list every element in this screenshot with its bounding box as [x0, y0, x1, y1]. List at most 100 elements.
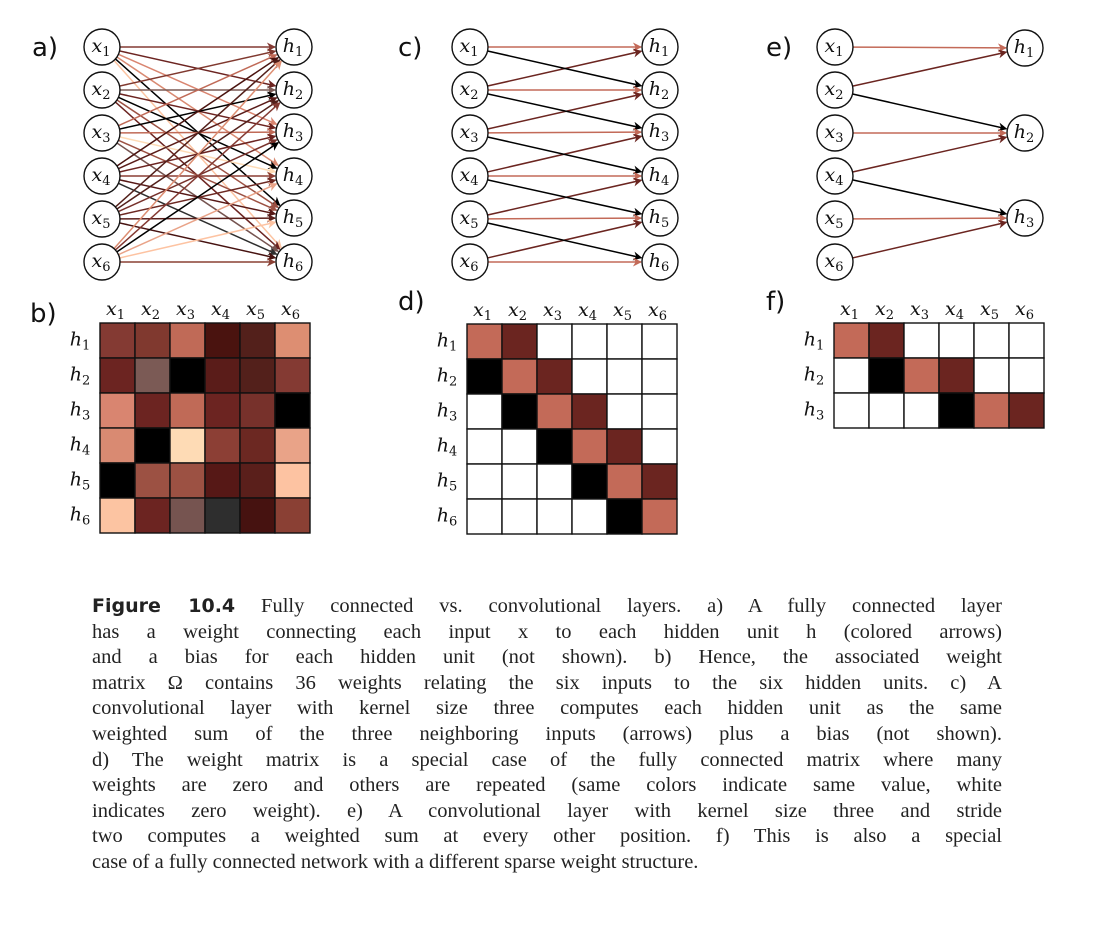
column-label-x2: x2: [875, 298, 894, 323]
weight-arrow: [487, 50, 643, 89]
weight-arrow: [852, 43, 1007, 53]
node-label: h6: [649, 250, 670, 275]
matrix-cell: [571, 463, 608, 500]
matrix-cell: [571, 393, 608, 430]
column-label-x6: x6: [281, 298, 300, 323]
matrix-cell: [606, 498, 643, 535]
node-circle: [641, 28, 679, 66]
node-label: h1: [649, 35, 670, 60]
matrix-cell: [134, 462, 171, 499]
matrix-cell: [903, 322, 940, 359]
node-circle: [275, 28, 313, 66]
column-label-x4: x4: [945, 298, 964, 323]
weight-arrow: [114, 59, 281, 208]
caption-line: case of a fully connected network with a…: [92, 850, 699, 873]
node-circle: [83, 114, 121, 152]
matrix-cell: [169, 497, 206, 534]
row-label-h6: h6: [70, 504, 91, 529]
matrix-cell: [99, 497, 136, 534]
node-circle: [816, 157, 854, 195]
node-label: h3: [283, 120, 304, 145]
matrix-cell: [641, 463, 678, 500]
column-label-x1: x1: [106, 298, 125, 323]
node-h6: h6: [641, 243, 679, 281]
matrix-cell: [501, 393, 538, 430]
node-circle: [1006, 114, 1044, 152]
column-label-x4: x4: [211, 298, 230, 323]
node-circle: [641, 243, 679, 281]
matrix-cell: [204, 392, 241, 429]
matrix-cell: [239, 357, 276, 394]
matrix-cell: [501, 463, 538, 500]
matrix-cell: [536, 358, 573, 395]
panel-label: c): [398, 33, 422, 63]
column-label-x5: x5: [246, 298, 265, 323]
matrix-cell: [938, 322, 975, 359]
matrix-cell: [99, 462, 136, 499]
node-x3: x3: [83, 114, 121, 152]
matrix-cell: [466, 358, 503, 395]
node-label: x2: [460, 78, 479, 103]
panel-label: a): [32, 33, 58, 63]
weight-arrow: [487, 93, 643, 131]
node-circle: [451, 114, 489, 152]
node-label: x1: [825, 35, 844, 60]
weight-arrow: [852, 49, 1008, 87]
matrix-cell: [833, 357, 870, 394]
row-label-h1: h1: [437, 330, 458, 355]
node-label: h5: [649, 206, 670, 231]
matrix-cell: [641, 323, 678, 360]
matrix-cell: [134, 322, 171, 359]
matrix-cell: [169, 322, 206, 359]
node-h1: h1: [1006, 29, 1044, 67]
node-label: x4: [825, 164, 844, 189]
node-label: x6: [460, 250, 479, 275]
node-circle: [275, 199, 313, 237]
caption-line: has a weight connecting each input x to …: [92, 620, 1002, 643]
weight-arrow: [118, 182, 278, 256]
weight-arrow: [118, 53, 278, 127]
matrix-cell: [466, 498, 503, 535]
row-label-h5: h5: [437, 470, 458, 495]
node-h3: h3: [275, 113, 313, 151]
matrix-cell: [571, 358, 608, 395]
matrix-cell: [239, 462, 276, 499]
column-label-x5: x5: [980, 298, 999, 323]
node-x2: x2: [451, 71, 489, 109]
node-x1: x1: [451, 28, 489, 66]
column-label-x1: x1: [840, 298, 859, 323]
matrix-cell: [868, 392, 905, 429]
node-label: x2: [92, 78, 111, 103]
matrix-cell: [641, 358, 678, 395]
node-label: h2: [1014, 121, 1035, 146]
matrix-cell: [274, 462, 311, 499]
row-label-h3: h3: [437, 400, 458, 425]
node-x6: x6: [816, 243, 854, 281]
node-label: x6: [825, 250, 844, 275]
matrix-cell: [466, 463, 503, 500]
node-x6: x6: [83, 243, 121, 281]
node-h5: h5: [275, 199, 313, 237]
matrix-cell: [501, 323, 538, 360]
caption-line: matrix Ω contains 36 weights relating th…: [92, 671, 1002, 694]
node-h4: h4: [275, 157, 313, 195]
matrix-cell: [466, 393, 503, 430]
caption-line: indicates zero weight). e) A convolution…: [92, 799, 1002, 822]
node-h2: h2: [1006, 114, 1044, 152]
column-label-x6: x6: [1015, 298, 1034, 323]
node-x4: x4: [83, 157, 121, 195]
caption-line: and a bias for each hidden unit (not sho…: [92, 646, 1002, 669]
node-h6: h6: [275, 243, 313, 281]
node-label: x5: [825, 207, 844, 232]
weight-arrow: [487, 127, 642, 137]
node-label: h5: [283, 206, 304, 231]
matrix-cell: [606, 463, 643, 500]
row-label-h6: h6: [437, 505, 458, 530]
matrix-cell: [134, 392, 171, 429]
matrix-cell: [606, 358, 643, 395]
matrix-cell: [606, 323, 643, 360]
weight-arrow: [113, 60, 282, 250]
panel-label: d): [398, 287, 425, 317]
column-label-x3: x3: [543, 299, 562, 324]
